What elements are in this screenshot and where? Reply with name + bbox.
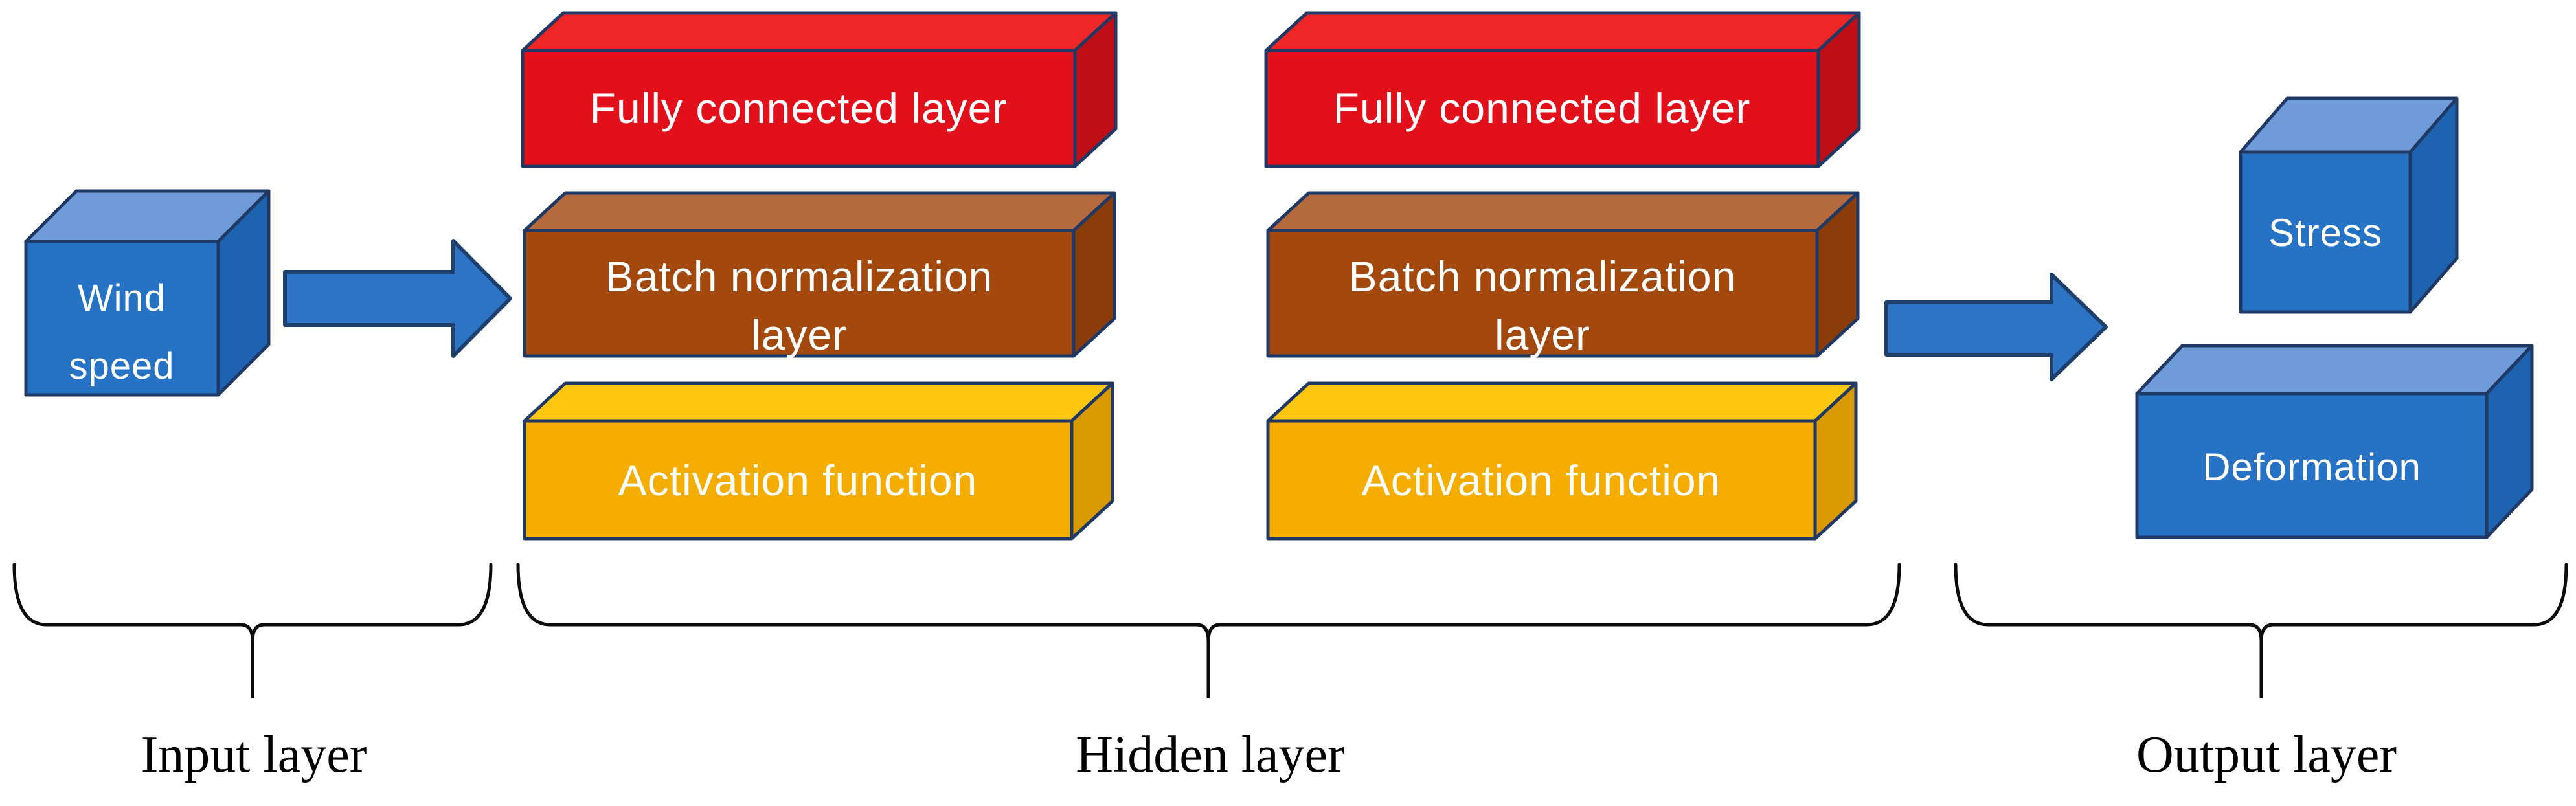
batch-norm-box-2: Batch normalization layer [1266, 191, 1860, 359]
hidden-stack-2: Fully connected layer Batch normalizatio… [1264, 11, 1861, 541]
wind-speed-label-line1: Wind [78, 277, 166, 319]
deformation-box-label: Deformation [2202, 445, 2421, 489]
fully-connected-box-2-front-face [1264, 49, 1820, 168]
fully-connected-box-2-label: Fully connected layer [1333, 84, 1751, 132]
activation-box-2-top-face [1266, 381, 1858, 423]
fully-connected-box-2: Fully connected layer [1264, 11, 1861, 168]
activation-box-1-top-face [523, 381, 1114, 423]
stress-box: Stress [2239, 96, 2459, 314]
wind-speed-box: Wind speed [24, 189, 271, 397]
activation-box-2-front-face [1266, 419, 1817, 541]
wind-speed-label-line2: speed [69, 345, 174, 387]
output-layer-label: Output layer [2136, 726, 2397, 783]
stress-box-label: Stress [2268, 211, 2382, 254]
fully-connected-box-1: Fully connected layer [521, 11, 1118, 168]
fully-connected-box-1-front-face [521, 49, 1077, 168]
deformation-box-front-face [2135, 392, 2489, 539]
batch-norm-box-1-label-line2: layer [751, 311, 847, 359]
batch-norm-box-2-front-face [1266, 229, 1819, 358]
activation-box-1-front-face [523, 419, 1074, 541]
batch-norm-box-2-label-line2: layer [1495, 311, 1590, 359]
activation-box-1: Activation function [523, 381, 1114, 541]
batch-norm-box-2-label-line1: Batch normalization [1349, 252, 1737, 300]
hidden-stack-1: Fully connected layer Batch normalizatio… [521, 11, 1118, 541]
activation-box-2-label: Activation function [1362, 456, 1721, 504]
fully-connected-box-2-top-face [1264, 11, 1861, 52]
wind-speed-box-front-face [24, 240, 220, 397]
input-layer-brace [12, 563, 493, 698]
input-to-hidden-arrow [283, 239, 512, 358]
batch-norm-box-1: Batch normalization layer [523, 191, 1116, 359]
batch-norm-box-1-front-face [523, 229, 1076, 358]
stress-box-front-face [2239, 150, 2412, 314]
deformation-box-top-face [2135, 344, 2534, 396]
fully-connected-box-1-label: Fully connected layer [590, 84, 1008, 132]
hidden-to-output-arrow [1884, 273, 2108, 381]
hidden-layer-brace [516, 563, 1901, 698]
activation-box-2: Activation function [1266, 381, 1858, 541]
hidden-layer-label: Hidden layer [1076, 726, 1344, 783]
batch-norm-box-1-label-line1: Batch normalization [605, 252, 993, 300]
activation-box-1-label: Activation function [618, 456, 978, 504]
output-layer-brace [1954, 563, 2568, 698]
deformation-box: Deformation [2135, 344, 2534, 539]
batch-norm-box-1-top-face [523, 191, 1116, 232]
fully-connected-box-1-top-face [521, 11, 1118, 52]
batch-norm-box-2-top-face [1266, 191, 1860, 232]
input-layer-label: Input layer [141, 726, 367, 783]
